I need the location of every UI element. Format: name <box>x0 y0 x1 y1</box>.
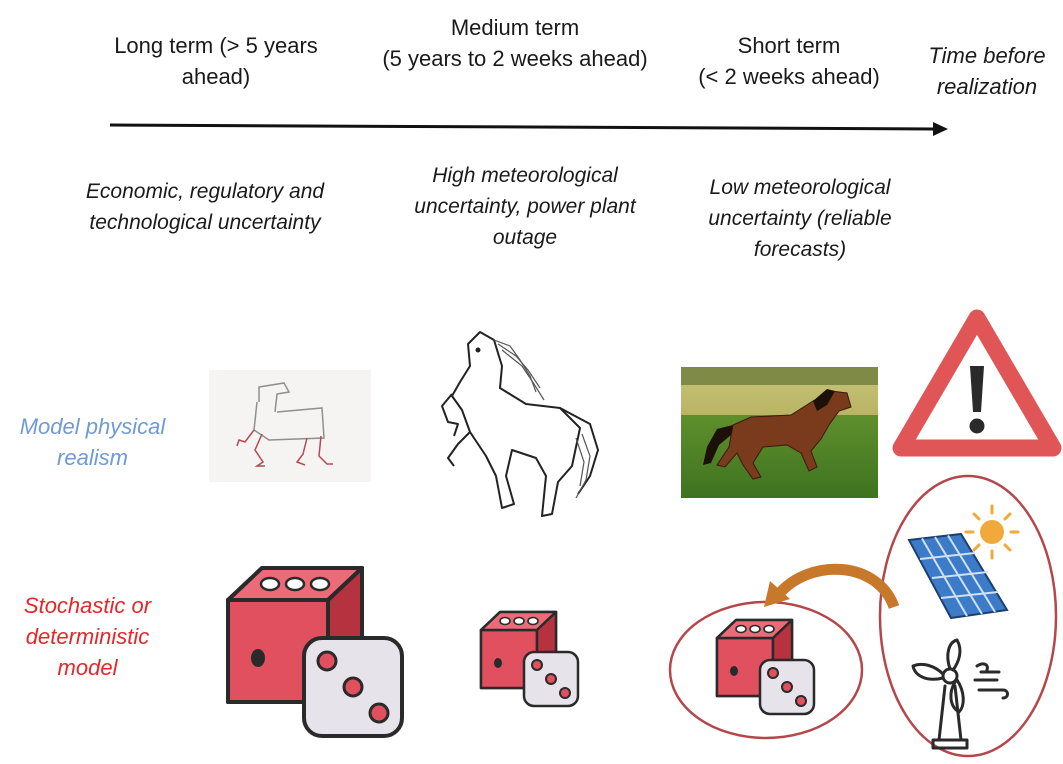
wind-turbine-icon <box>911 638 1009 750</box>
curved-arrow <box>764 563 900 610</box>
small-dice-icon <box>715 618 816 716</box>
medium-term-uncertainty: High meteorological uncertainty, power p… <box>414 164 636 249</box>
sketched-rearing-horse <box>441 331 599 517</box>
stochastic-row-label: Stochastic or deterministic model <box>23 593 152 680</box>
sun-icon <box>964 504 1020 560</box>
renewables-ellipse <box>878 474 1058 758</box>
stick-horse-drawing <box>209 370 371 482</box>
galloping-horse-photo <box>681 367 878 498</box>
long-term-uncertainty: Economic, regulatory and technological u… <box>85 180 325 234</box>
warning-triangle-icon <box>892 309 1062 457</box>
medium-dice-icon <box>479 610 580 708</box>
time-axis-label: Time before realization <box>928 43 1046 99</box>
short-term-header: Short term (< 2 weeks ahead) <box>698 33 880 89</box>
medium-term-header: Medium term (5 years to 2 weeks ahead) <box>382 15 648 71</box>
long-term-header: Long term (> 5 years ahead) <box>114 33 318 89</box>
realism-row-label: Model physical realism <box>19 414 166 470</box>
solar-panel-icon <box>907 532 1009 620</box>
large-dice-icon <box>226 566 404 738</box>
short-term-uncertainty: Low meteorological uncertainty (reliable… <box>708 176 892 261</box>
